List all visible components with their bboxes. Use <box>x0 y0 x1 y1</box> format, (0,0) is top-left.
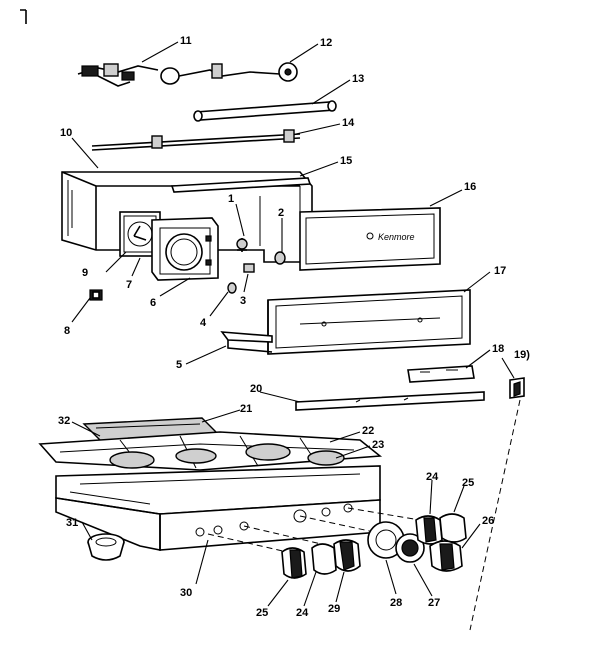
label-26: 26 <box>482 515 494 527</box>
part-14-rod <box>91 129 301 151</box>
part-8-plug <box>89 289 103 301</box>
label-25-rear: 25 <box>462 477 474 489</box>
alignment-lines <box>207 399 521 631</box>
label-1: 1 <box>228 193 234 205</box>
label-15: 15 <box>340 155 352 167</box>
part-11-wiring-harness <box>77 63 159 87</box>
part-16-nameplate: Kenmore <box>299 207 441 271</box>
part-18-vent <box>407 365 475 383</box>
label-8: 8 <box>64 325 70 337</box>
label-6: 6 <box>150 297 156 309</box>
label-23: 23 <box>372 439 384 451</box>
label-25-front: 25 <box>256 607 268 619</box>
label-21: 21 <box>240 403 252 415</box>
label-12: 12 <box>320 37 332 49</box>
part-17-backguard <box>267 289 471 355</box>
label-2: 2 <box>278 207 284 219</box>
part-4-screw <box>227 282 237 294</box>
label-29: 29 <box>328 603 340 615</box>
corner-mark <box>20 9 27 24</box>
part-23-burners <box>109 443 345 469</box>
part-20-bar <box>295 391 485 411</box>
label-4: 4 <box>200 317 207 329</box>
panel-brand-text: Kenmore <box>378 232 415 242</box>
label-11: 11 <box>180 35 192 47</box>
label-19: 19) <box>514 349 530 361</box>
label-30: 30 <box>180 587 192 599</box>
label-27: 27 <box>428 597 440 609</box>
part-labels: 11 12 13 14 10 15 16 1 2 9 7 3 4 6 8 5 1… <box>58 35 530 619</box>
part-13-tube <box>193 100 337 122</box>
label-14: 14 <box>342 117 355 129</box>
label-22: 22 <box>362 425 374 437</box>
part-19-clip <box>509 377 525 399</box>
part-6-control-box <box>151 217 219 281</box>
label-3: 3 <box>240 295 246 307</box>
rear-knobs <box>367 513 467 572</box>
label-17: 17 <box>494 265 506 277</box>
label-31: 31 <box>66 517 78 529</box>
label-24-rear: 24 <box>426 471 439 483</box>
label-10: 10 <box>60 127 72 139</box>
label-13: 13 <box>352 73 364 85</box>
part-2-lamp <box>274 251 286 265</box>
front-knobs <box>281 539 361 579</box>
part-5-bracket <box>220 331 273 353</box>
label-5: 5 <box>176 359 182 371</box>
label-18: 18 <box>492 343 504 355</box>
part-1-switch <box>236 238 248 252</box>
leader-lines <box>71 41 515 607</box>
label-32: 32 <box>58 415 70 427</box>
label-7: 7 <box>126 279 132 291</box>
label-20: 20 <box>250 383 262 395</box>
label-24-front: 24 <box>296 607 309 619</box>
part-31-drip-bowl <box>87 533 125 561</box>
part-12-cord <box>160 62 298 85</box>
part-15-strip <box>170 177 312 193</box>
label-28: 28 <box>390 597 402 609</box>
part-3-clip <box>243 263 255 273</box>
label-9: 9 <box>82 267 88 279</box>
label-16: 16 <box>464 181 476 193</box>
